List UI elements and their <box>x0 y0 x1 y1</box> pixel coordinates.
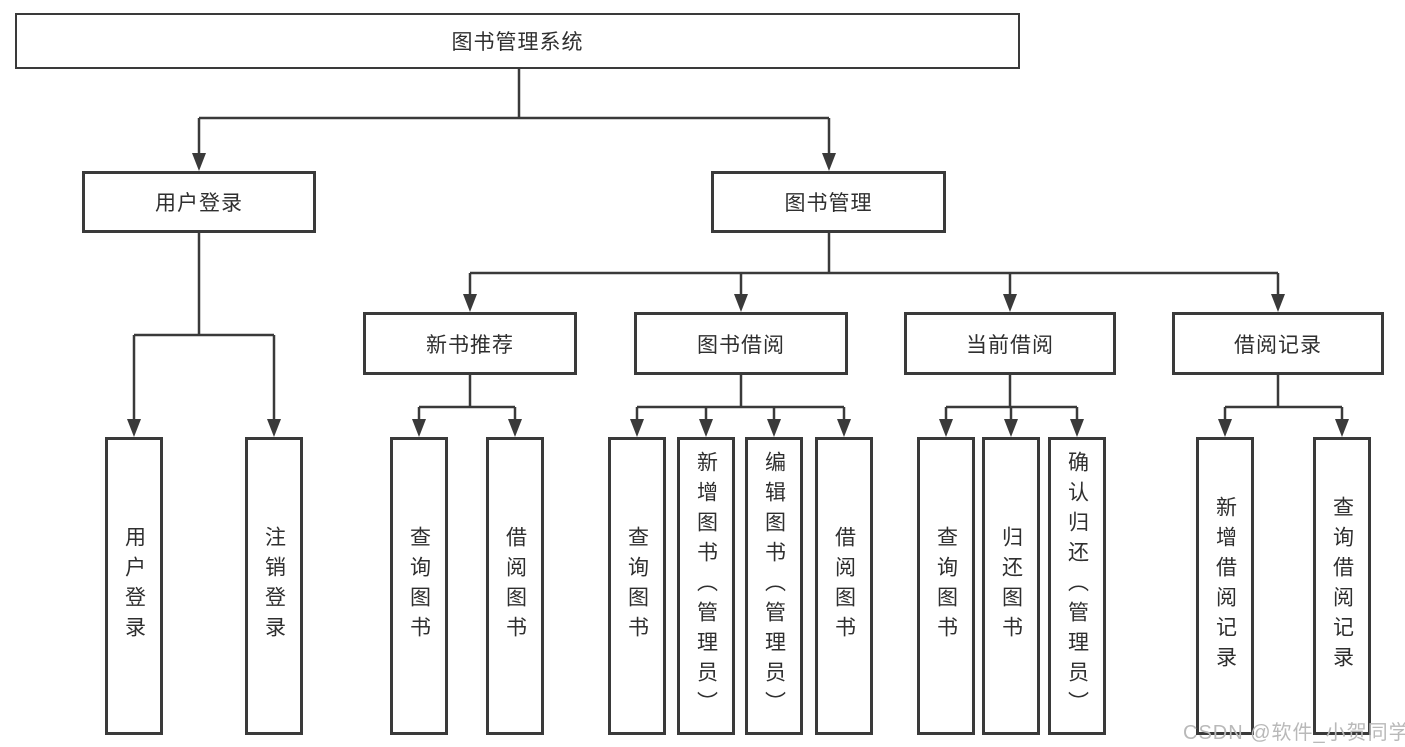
leaf-query-books-current: 查询图书 <box>917 437 975 735</box>
node-new-book-recommend: 新书推荐 <box>363 312 577 375</box>
leaf-logout: 注销登录 <box>245 437 303 735</box>
arrowheads <box>127 153 1349 437</box>
node-library-management-system: 图书管理系统 <box>15 13 1020 69</box>
leaf-borrow-books-newbook: 借阅图书 <box>486 437 544 735</box>
node-book-management: 图书管理 <box>711 171 946 233</box>
leaf-edit-book-admin: 编辑图书（管理员） <box>745 437 803 735</box>
csdn-watermark: CSDN @软件_小贺同学 <box>1183 722 1405 744</box>
leaf-query-borrow-record: 查询借阅记录 <box>1313 437 1371 735</box>
node-borrow-records: 借阅记录 <box>1172 312 1384 375</box>
leaf-borrow-books-borrow: 借阅图书 <box>815 437 873 735</box>
leaf-query-books-borrow: 查询图书 <box>608 437 666 735</box>
leaf-confirm-return-admin: 确认归还（管理员） <box>1048 437 1106 735</box>
leaf-add-book-admin: 新增图书（管理员） <box>677 437 735 735</box>
node-user-login: 用户登录 <box>82 171 316 233</box>
node-book-borrow: 图书借阅 <box>634 312 848 375</box>
leaf-query-books-newbook: 查询图书 <box>390 437 448 735</box>
leaf-return-book: 归还图书 <box>982 437 1040 735</box>
leaf-user-login: 用户登录 <box>105 437 163 735</box>
leaf-add-borrow-record: 新增借阅记录 <box>1196 437 1254 735</box>
node-current-borrow: 当前借阅 <box>904 312 1116 375</box>
tree-edges <box>132 69 1344 422</box>
